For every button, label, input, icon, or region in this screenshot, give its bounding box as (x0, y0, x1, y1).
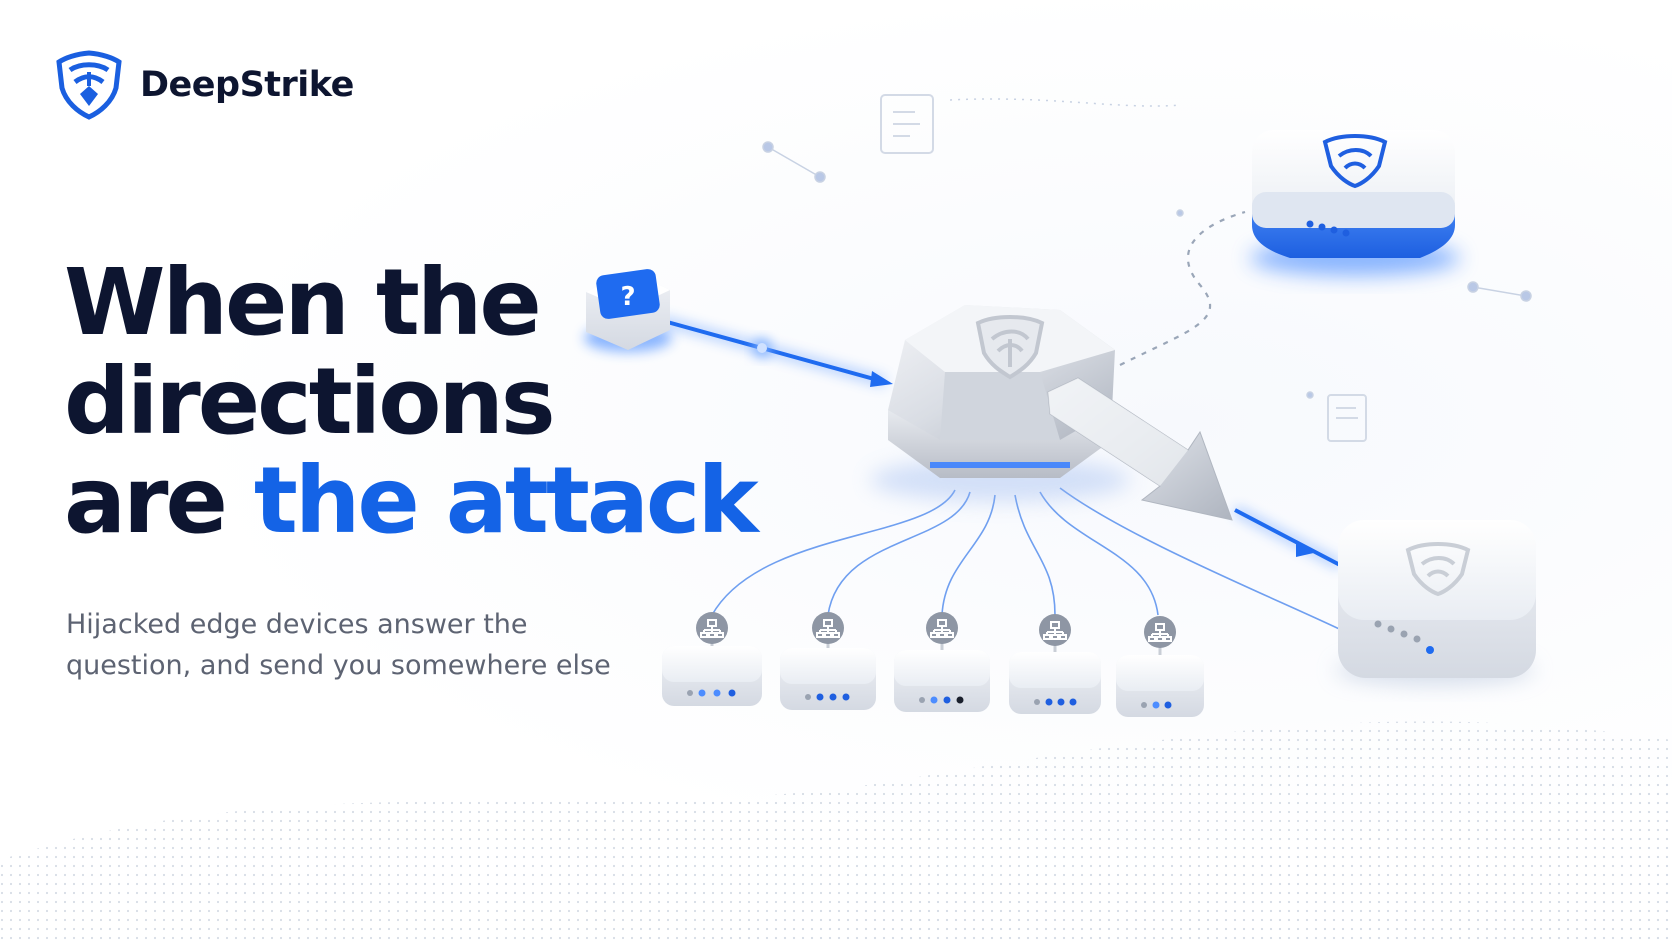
headline-accent-text: the attack (253, 447, 759, 554)
headline-plain-text: are (64, 447, 254, 554)
dotted-wave-background (0, 721, 1672, 941)
edge-device (1116, 616, 1204, 717)
brand-logo[interactable]: DeepStrike (56, 50, 354, 120)
shield-icon (1322, 134, 1388, 189)
network-icon (930, 619, 954, 638)
headline-line-1: When the (64, 249, 542, 356)
shield-icon (1405, 542, 1471, 597)
network-icon (816, 619, 840, 638)
edge-device (662, 612, 762, 706)
brand-name: DeepStrike (140, 65, 354, 105)
redirect-arrow-line (1232, 505, 1343, 570)
dashed-link (1119, 210, 1246, 366)
central-hub (870, 305, 1233, 521)
edge-devices (662, 612, 1204, 717)
document-icon (880, 94, 1367, 442)
subheadline: Hijacked edge devices answer the questio… (66, 604, 706, 686)
query-arrow (658, 315, 893, 387)
headline-line-3: are the attack (64, 451, 759, 550)
router-bottom-right (1335, 520, 1536, 686)
shield-icon (56, 50, 122, 120)
edge-device (780, 612, 876, 710)
network-icon (1043, 621, 1067, 640)
decor-nodes (762, 98, 1532, 399)
network-icon (700, 619, 724, 638)
router-top-right (1250, 130, 1460, 276)
connection-lines (711, 487, 1353, 636)
headline-line-2: directions (64, 348, 556, 455)
question-icon: ? (620, 282, 635, 312)
subheadline-line-1: Hijacked edge devices answer the (66, 609, 528, 640)
edge-device (1009, 614, 1101, 714)
shield-icon (975, 315, 1045, 380)
network-icon (1148, 623, 1172, 642)
subheadline-line-2: question, and send you somewhere else (66, 650, 611, 681)
edge-device (894, 612, 990, 712)
query-box: ? (584, 269, 672, 352)
headline: When the directions are the attack (64, 249, 759, 550)
